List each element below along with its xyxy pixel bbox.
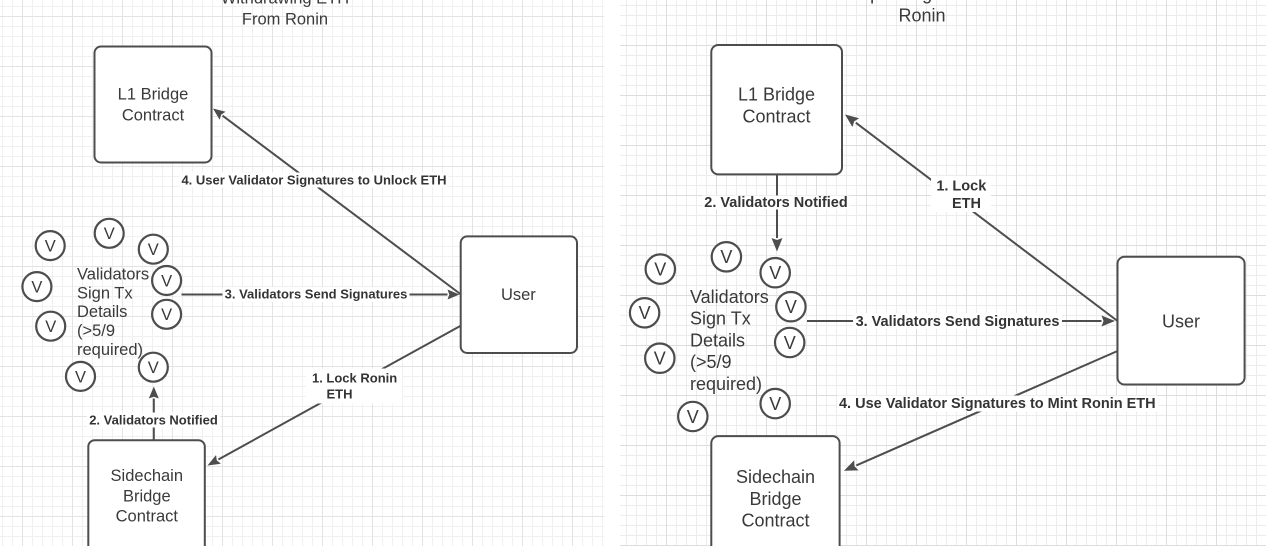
- svg-text:2. Validators Notified: 2. Validators Notified: [704, 195, 847, 211]
- svg-text:Validators: Validators: [690, 287, 769, 307]
- svg-text:V: V: [639, 303, 651, 323]
- svg-text:3. Validators Send Signatures: 3. Validators Send Signatures: [225, 287, 408, 302]
- svg-text:Sign Tx: Sign Tx: [77, 284, 133, 302]
- svg-text:(>5/9: (>5/9: [690, 352, 732, 372]
- svg-text:3. Validators Send Signatures: 3. Validators Send Signatures: [856, 314, 1060, 330]
- svg-text:4. Use Validator Signatures to: 4. Use Validator Signatures to Mint Roni…: [839, 396, 1156, 412]
- svg-text:Sidechain: Sidechain: [736, 467, 815, 487]
- svg-text:Contract: Contract: [122, 107, 185, 125]
- svg-text:required): required): [77, 341, 143, 359]
- svg-text:V: V: [769, 263, 781, 283]
- svg-text:Contract: Contract: [741, 511, 809, 531]
- svg-text:Details: Details: [77, 303, 127, 321]
- svg-text:From Ronin: From Ronin: [242, 11, 328, 29]
- svg-text:Withdrawing ETH: Withdrawing ETH: [221, 0, 349, 8]
- svg-text:required): required): [690, 374, 762, 394]
- svg-text:2. Validators Notified: 2. Validators Notified: [89, 413, 218, 428]
- svg-text:ETH: ETH: [952, 196, 981, 212]
- svg-text:V: V: [161, 306, 172, 324]
- svg-text:V: V: [784, 333, 796, 353]
- svg-text:V: V: [45, 318, 56, 336]
- svg-text:V: V: [75, 368, 86, 386]
- svg-text:V: V: [45, 238, 56, 256]
- svg-text:V: V: [148, 359, 159, 377]
- svg-text:Contract: Contract: [742, 106, 810, 126]
- svg-text:V: V: [785, 297, 797, 317]
- svg-text:4. User Validator Signatures t: 4. User Validator Signatures to Unlock E…: [181, 172, 446, 187]
- svg-text:Ronin: Ronin: [898, 6, 945, 26]
- svg-text:L1 Bridge: L1 Bridge: [738, 84, 815, 104]
- svg-text:ETH: ETH: [327, 387, 353, 402]
- svg-text:V: V: [769, 394, 781, 414]
- svg-text:User: User: [501, 286, 536, 304]
- svg-text:Contract: Contract: [116, 508, 179, 526]
- svg-text:V: V: [654, 260, 666, 280]
- svg-text:Sign Tx: Sign Tx: [690, 309, 751, 329]
- svg-text:V: V: [104, 225, 115, 243]
- svg-text:Depositing ETH To: Depositing ETH To: [847, 0, 997, 4]
- svg-text:V: V: [161, 272, 172, 290]
- svg-text:V: V: [148, 241, 159, 259]
- svg-text:V: V: [720, 247, 732, 267]
- svg-text:Sidechain: Sidechain: [111, 467, 183, 485]
- svg-text:1. Lock Ronin: 1. Lock Ronin: [312, 371, 397, 386]
- svg-text:Bridge: Bridge: [123, 487, 171, 505]
- svg-text:V: V: [687, 407, 699, 427]
- svg-text:V: V: [31, 279, 42, 297]
- svg-text:User: User: [1162, 312, 1200, 332]
- svg-text:Validators: Validators: [77, 265, 149, 283]
- svg-text:Bridge: Bridge: [749, 489, 801, 509]
- svg-text:L1 Bridge: L1 Bridge: [118, 86, 189, 104]
- svg-text:V: V: [654, 349, 666, 369]
- svg-text:Details: Details: [690, 330, 745, 350]
- svg-text:1. Lock: 1. Lock: [936, 179, 987, 195]
- svg-text:(>5/9: (>5/9: [77, 322, 115, 340]
